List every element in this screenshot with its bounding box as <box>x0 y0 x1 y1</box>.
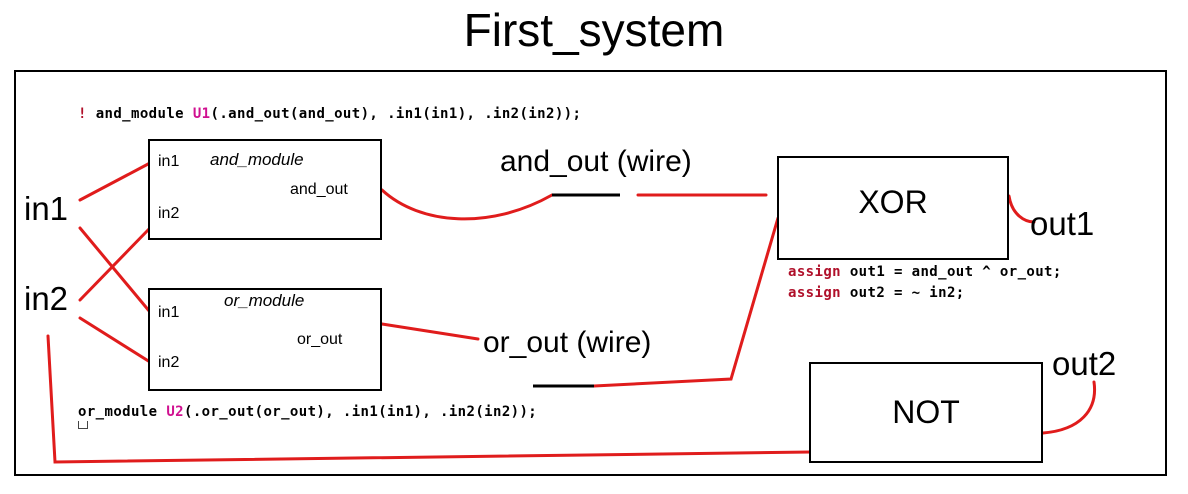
not-gate-box: NOT <box>809 362 1043 463</box>
code-module-name: and_module <box>95 106 184 122</box>
and-module-instantiation: ! and_module U1(.and_out(and_out), .in1(… <box>78 106 581 122</box>
input-in1-label: in1 <box>24 190 69 227</box>
and-module-in1-port: in1 <box>158 153 180 170</box>
and-out-wire-label: and_out (wire) <box>500 145 692 178</box>
system-frame <box>14 70 1167 476</box>
and-module-name: and_module <box>210 150 304 169</box>
wire-not-out2 <box>1041 380 1097 435</box>
or-module-out-port: or_out <box>297 331 343 348</box>
output-out1-label: out1 <box>1030 205 1095 242</box>
code-port-map: (.or_out(or_out), .in1(in1), .in2(in2)); <box>183 404 538 420</box>
wire-in1-and-in1 <box>78 161 152 202</box>
and-module-in2-port: in2 <box>158 205 180 222</box>
or-module-box: in1 or_module or_out in2 <box>148 288 382 391</box>
xor-gate-label: XOR <box>858 183 928 220</box>
or-module-in2-port: in2 <box>158 354 180 371</box>
code-module-name: or_module <box>78 404 158 420</box>
and-module-out-port: and_out <box>290 181 348 198</box>
input-in2-label: in2 <box>24 280 69 317</box>
code-prefix: ! <box>78 106 87 122</box>
output-out2-label: out2 <box>1052 345 1117 382</box>
wire-in2-and-in2 <box>78 226 152 302</box>
code-instance-name: U1 <box>192 106 211 122</box>
wire-xor-out1 <box>1007 194 1036 224</box>
diagram-title: First_system <box>463 4 725 56</box>
and-module-box: in1 and_module and_out in2 <box>148 139 382 240</box>
wire-in2-or-in2 <box>78 316 152 364</box>
or-module-in1-port: in1 <box>158 304 180 321</box>
assign-expression: out1 = and_out ^ or_out; <box>849 264 1062 280</box>
or-out-wire-label: or_out (wire) <box>483 326 652 359</box>
wire-or-out <box>380 322 480 341</box>
or-module-instantiation: or_module U2(.or_out(or_out), .in1(in1),… <box>78 404 537 420</box>
assign-out2: assign out2 = ~ in2; <box>788 285 965 301</box>
text-cursor-icon <box>78 421 88 429</box>
or-module-name: or_module <box>224 291 305 310</box>
assign-expression: out2 = ~ in2; <box>849 285 965 301</box>
assign-keyword: assign <box>788 285 841 301</box>
wire-in1-or-in1 <box>78 226 152 314</box>
code-instance-name: U2 <box>166 404 184 420</box>
xor-gate-box: XOR <box>777 156 1009 260</box>
not-gate-label: NOT <box>892 394 960 430</box>
assign-keyword: assign <box>788 264 841 280</box>
wire-in2-not <box>46 334 813 464</box>
assign-out1: assign out1 = and_out ^ or_out; <box>788 264 1062 280</box>
wire-or-out-xor <box>592 216 780 388</box>
wire-and-out <box>380 188 554 221</box>
code-port-map: (.and_out(and_out), .in1(in1), .in2(in2)… <box>210 106 582 122</box>
